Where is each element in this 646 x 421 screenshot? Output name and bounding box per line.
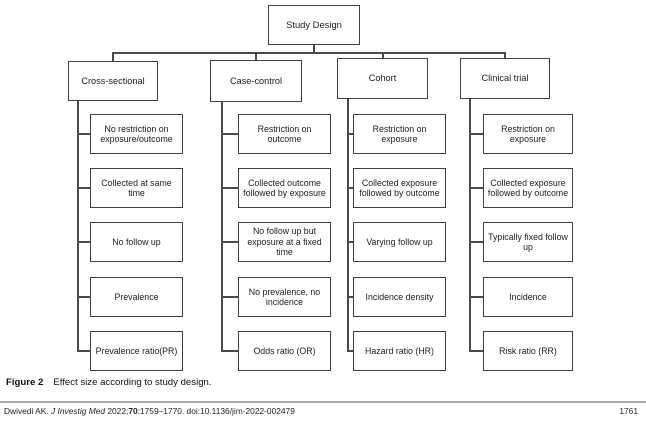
flowchart-node: Risk ratio (RR) — [483, 331, 573, 371]
citation-journal: J Investig Med — [51, 406, 106, 416]
flowchart-node: Collected at same time — [90, 168, 183, 208]
connector-stub — [77, 133, 90, 135]
flowchart-node: Odds ratio (OR) — [238, 331, 331, 371]
flowchart-node: Collected outcome followed by exposure — [238, 168, 331, 208]
connector-spine — [221, 102, 223, 351]
flowchart-node: Incidence density — [353, 277, 446, 317]
flowchart-node: Restriction on exposure — [353, 114, 446, 154]
connector-stub — [347, 296, 354, 298]
connector-stub — [469, 350, 483, 352]
connector-drop — [112, 52, 114, 61]
running-footer: Dwivedi AK. J Investig Med 2022;70:1759–… — [4, 406, 638, 416]
connector-stub — [77, 296, 90, 298]
flowchart-node: Prevalence ratio(PR) — [90, 331, 183, 371]
flowchart-node: Varying follow up — [353, 222, 446, 262]
figure-caption: Figure 2 Effect size according to study d… — [6, 377, 212, 388]
connector-spine — [469, 99, 471, 351]
figure-caption-label: Figure 2 — [6, 377, 44, 388]
flowchart-node: Prevalence — [90, 277, 183, 317]
connector-stub — [347, 133, 354, 135]
connector-stub — [77, 350, 90, 352]
connector-stub — [347, 350, 354, 352]
connector-drop — [504, 52, 506, 58]
flowchart-node: Typically fixed follow up — [483, 222, 573, 262]
connector-stub — [77, 187, 90, 189]
connector-stub — [221, 296, 238, 298]
flowchart-node: Incidence — [483, 277, 573, 317]
citation-authors: Dwivedi AK. — [4, 406, 52, 416]
flowchart-node-cohort: Cohort — [337, 58, 428, 99]
connector-stub — [469, 296, 483, 298]
citation-volume: 70 — [128, 406, 138, 416]
connector-spine — [347, 99, 349, 351]
citation-pages-doi: :1759–1770. doi:10.1136/jim-2022-002479 — [137, 406, 295, 416]
flowchart-node-cross-sectional: Cross-sectional — [68, 61, 158, 101]
citation-year: 2022; — [105, 406, 129, 416]
page-number: 1761 — [619, 406, 638, 416]
flowchart-node: No follow up — [90, 222, 183, 262]
flowchart-node: Hazard ratio (HR) — [353, 331, 446, 371]
connector-stub — [469, 241, 483, 243]
flowchart-node: Restriction on outcome — [238, 114, 331, 154]
footer-rule — [0, 401, 646, 403]
flowchart-node: No prevalence, no incidence — [238, 277, 331, 317]
figure-caption-text: Effect size according to study design. — [53, 377, 212, 388]
connector-stub — [469, 133, 483, 135]
connector-trunk — [313, 45, 315, 53]
flowchart-node: Collected exposure followed by outcome — [353, 168, 446, 208]
flowchart-node: Collected exposure followed by outcome — [483, 168, 573, 208]
flowchart-node-root: Study Design — [268, 5, 360, 45]
connector-stub — [347, 241, 354, 243]
flowchart-node: Restriction on exposure — [483, 114, 573, 154]
connector-stub — [221, 241, 238, 243]
connector-stub — [347, 187, 354, 189]
flowchart-node: No restriction on exposure/outcome — [90, 114, 183, 154]
connector-stub — [221, 133, 238, 135]
connector-stub — [469, 187, 483, 189]
flowchart-node: No follow up but exposure at a fixed tim… — [238, 222, 331, 262]
connector-drop — [255, 52, 257, 60]
citation: Dwivedi AK. J Investig Med 2022;70:1759–… — [4, 406, 295, 416]
connector-rail — [112, 52, 506, 54]
connector-stub — [221, 350, 238, 352]
connector-stub — [77, 241, 90, 243]
flowchart-node-clinical-trial: Clinical trial — [460, 58, 550, 99]
connector-stub — [221, 187, 238, 189]
connector-spine — [77, 101, 79, 351]
connector-drop — [382, 52, 384, 58]
flowchart-node-case-control: Case-control — [210, 60, 302, 102]
